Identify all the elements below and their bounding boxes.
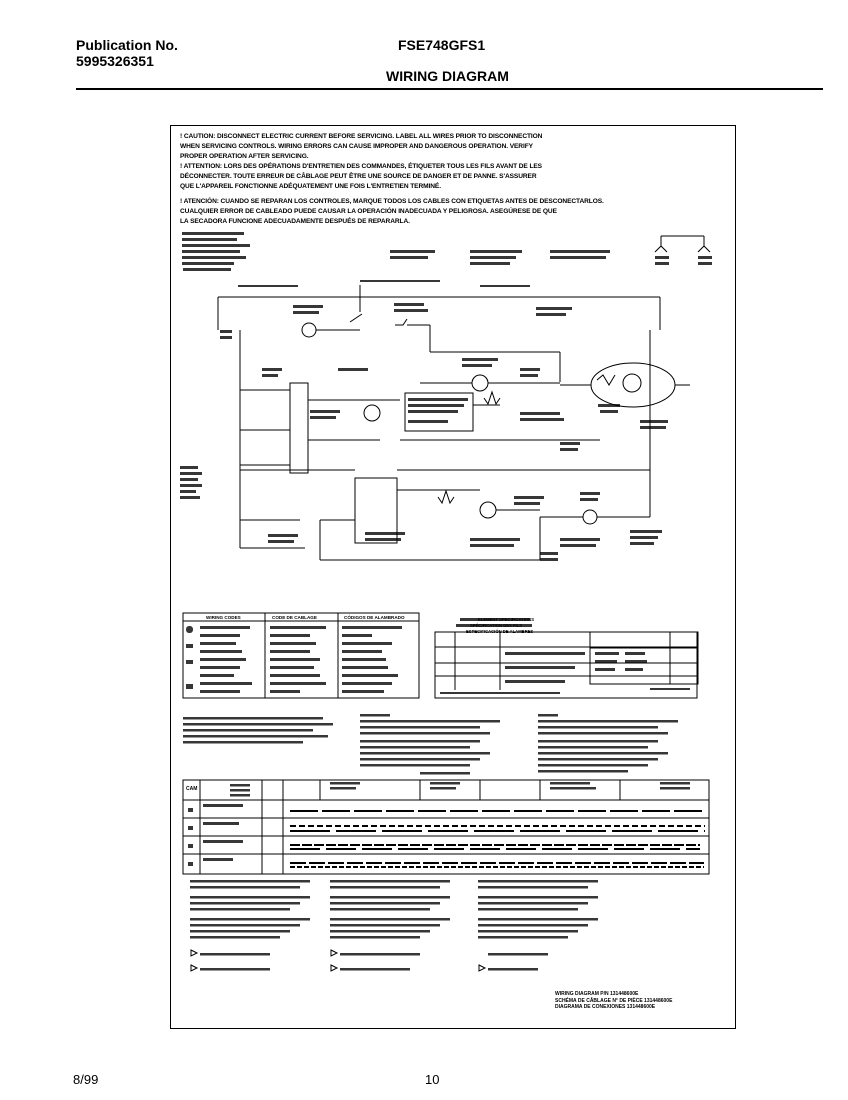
diagram-frame bbox=[170, 125, 736, 1029]
warning-spanish: ! ATENCIÓN: CUANDO SE REPARAN LOS CONTRO… bbox=[180, 197, 604, 227]
caption-line: SCHÉMA DE CÂBLAGE N° DE PIÈCE 131448600E bbox=[555, 997, 673, 1004]
publication-label: Publication No. bbox=[76, 37, 178, 53]
cam-timer-labels bbox=[188, 772, 690, 866]
wiring-codes-table bbox=[182, 612, 420, 699]
warning-line: ! CAUTION: DISCONNECT ELECTRIC CURRENT B… bbox=[180, 133, 543, 140]
cam-timer-bars bbox=[290, 810, 705, 868]
element-spec-table bbox=[434, 631, 698, 699]
wiring-codes-rows bbox=[186, 626, 402, 693]
schematic-circuit bbox=[217, 235, 711, 561]
timer-legend-rows bbox=[595, 652, 690, 690]
page-number: 10 bbox=[425, 1072, 440, 1087]
warning-line: PROPER OPERATION AFTER SERVICING. bbox=[180, 153, 309, 160]
notes-blocks bbox=[183, 714, 678, 773]
warning-english: ! CAUTION: DISCONNECT ELECTRIC CURRENT B… bbox=[180, 132, 542, 162]
sheet-title: WIRING DIAGRAM bbox=[386, 68, 509, 84]
header-rule bbox=[76, 88, 823, 90]
warning-line: WHEN SERVICING CONTROLS. WIRING ERRORS C… bbox=[180, 143, 533, 150]
warning-line: DÉCONNECTER. TOUTE ERREUR DE CÂBLAGE PEU… bbox=[180, 173, 537, 180]
warning-line: ! ATTENTION: LORS DES OPÉRATIONS D'ENTRE… bbox=[180, 163, 542, 170]
revision-date: 8/99 bbox=[73, 1072, 99, 1087]
element-spec-rows bbox=[440, 618, 585, 694]
caption-line: DIAGRAMA DE CONEXIONES 131448600E bbox=[555, 1004, 656, 1010]
bottom-note-arrows bbox=[190, 949, 487, 972]
diagram-reference-caption: WIRING DIAGRAM P/N 131448600E SCHÉMA DE … bbox=[555, 991, 672, 1011]
schematic-label-marks bbox=[180, 232, 712, 561]
warning-line: CUALQUIER ERROR DE CABLEADO PUEDE CAUSAR… bbox=[180, 208, 557, 215]
warning-line: LA SECADORA FUNCIONE ADECUADAMENTE DESPU… bbox=[180, 218, 410, 225]
caption-line: WIRING DIAGRAM P/N 131448600E bbox=[555, 991, 639, 997]
warning-line: QUE L'APPAREIL FONCTIONNE ADÉQUATEMENT U… bbox=[180, 183, 441, 190]
cam-timer-chart bbox=[182, 779, 710, 875]
bottom-notes bbox=[190, 880, 598, 971]
warning-line: ! ATENCIÓN: CUANDO SE REPARAN LOS CONTRO… bbox=[180, 198, 604, 205]
warning-french: ! ATTENTION: LORS DES OPÉRATIONS D'ENTRE… bbox=[180, 162, 542, 192]
publication-number: 5995326351 bbox=[76, 53, 154, 69]
model-number: FSE748GFS1 bbox=[398, 37, 486, 53]
timer-legend-table bbox=[589, 631, 699, 685]
